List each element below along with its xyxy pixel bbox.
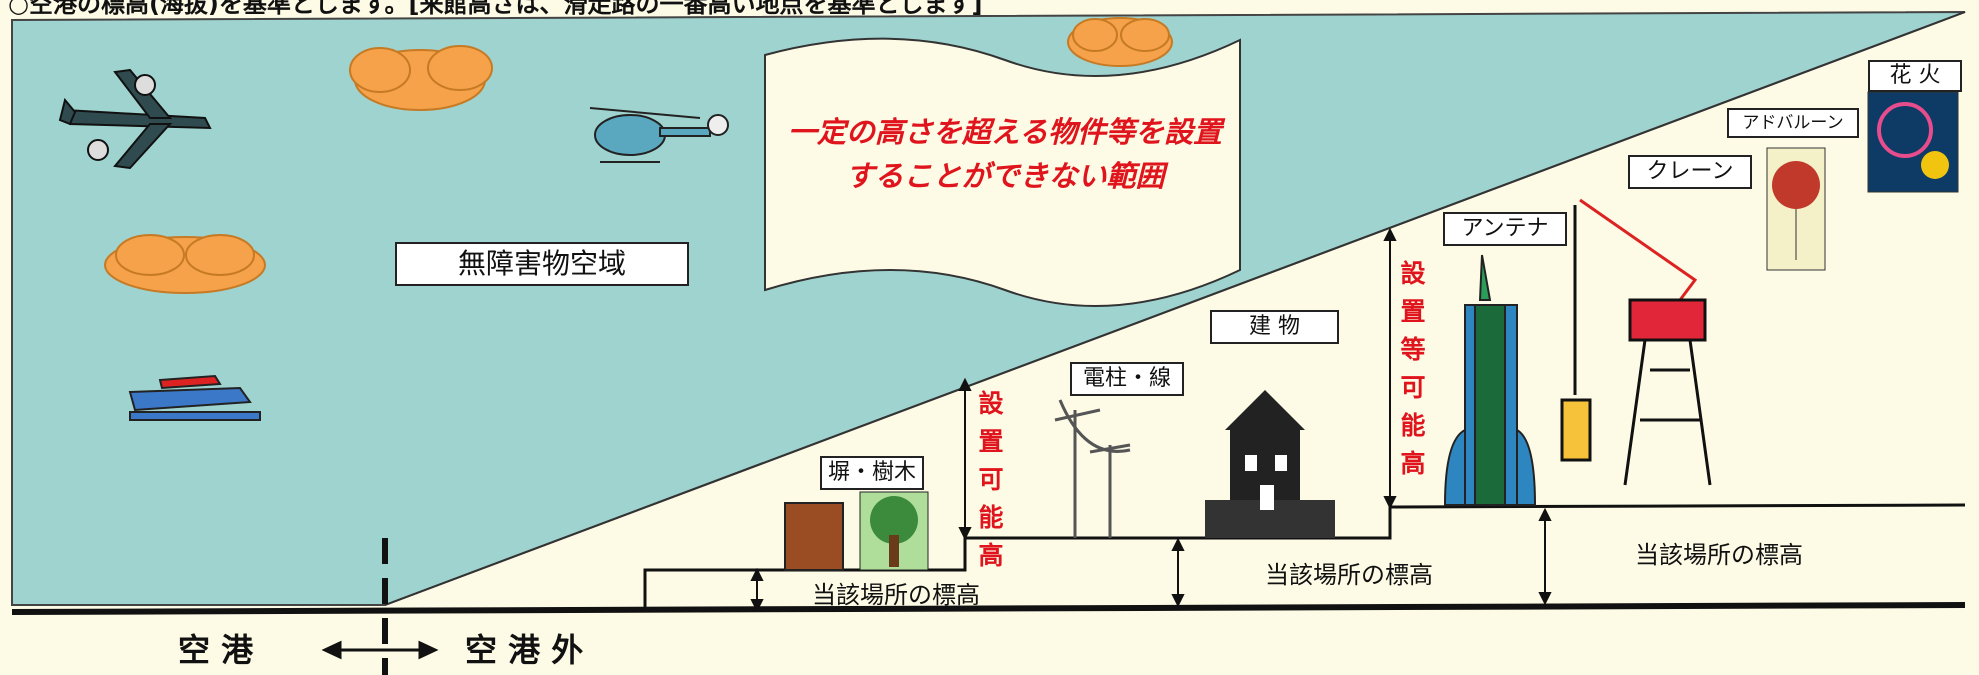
power-pole-icon — [1054, 399, 1131, 538]
fireworks-label: 花 火 — [1868, 60, 1962, 92]
ground-elevation-label-3: 当該場所の標高 — [1635, 541, 1803, 569]
helicopter-icon — [589, 107, 729, 163]
banner-shape — [764, 37, 1241, 307]
tree-icon — [859, 491, 929, 571]
outside-airport-label: 空 港 外 — [465, 631, 584, 669]
dimension-arrow-2 — [1171, 537, 1185, 608]
antenna-label: アンテナ — [1443, 212, 1567, 246]
dimension-arrow-4 — [958, 377, 972, 541]
header-text: ○空港の標高(海抜)を基準とします。[来館高さは、滑走路の一番高い地点を基準とし… — [8, 0, 983, 18]
ground-base-line — [11, 602, 1966, 615]
ground-elevation-label-2: 当該場所の標高 — [1265, 561, 1433, 589]
airplane-icon — [58, 68, 212, 170]
obstacle-free-airspace-label: 無障害物空域 — [395, 242, 689, 286]
fireworks-icon — [1867, 91, 1959, 193]
airport-label: 空 港 — [178, 631, 254, 669]
crane-label: クレーン — [1628, 155, 1752, 189]
installable-height-label-2: 設置等可能高 — [1400, 259, 1426, 478]
crane-icon — [1560, 198, 1712, 486]
left-right-arrow-icon — [321, 640, 439, 660]
wall-tree-label: 塀・樹木 — [820, 456, 924, 490]
pole-wire-label: 電柱・線 — [1070, 362, 1184, 396]
dimension-arrow-3 — [1538, 507, 1552, 606]
approach-surface-line — [384, 11, 1966, 606]
dimension-arrow-1 — [750, 567, 764, 613]
seaplane-icon — [128, 374, 261, 421]
cloud-icon — [349, 45, 493, 111]
restricted-range-text: 一定の高さを超える物件等を設置することができない範囲 — [787, 115, 1223, 193]
dimension-arrow-5 — [1383, 227, 1397, 510]
wall-icon — [784, 502, 844, 571]
balloon-icon — [1766, 147, 1826, 271]
cloud-icon — [1067, 17, 1173, 67]
ad-balloon-label: アドバルーン — [1727, 108, 1859, 138]
ground-elevation-label-1: 当該場所の標高 — [812, 581, 980, 609]
cloud-icon — [104, 234, 266, 294]
antenna-tower-icon — [1443, 254, 1537, 506]
installable-height-label: 設置可能高 — [978, 389, 1004, 570]
building-label: 建 物 — [1210, 310, 1339, 344]
house-icon — [1205, 390, 1335, 538]
